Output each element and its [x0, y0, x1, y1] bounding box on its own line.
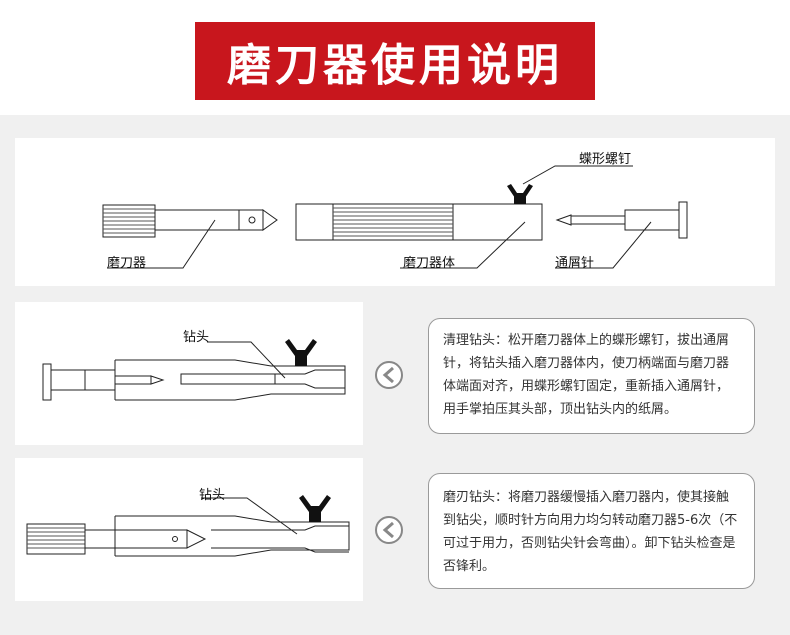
wing-screw-label: 蝶形螺钉: [579, 152, 632, 167]
step1-diagram-panel: 钻头: [15, 302, 363, 445]
step1-arrow: [374, 360, 404, 390]
sharpener-label: 磨刀器: [107, 256, 147, 271]
page-title: 磨刀器使用说明: [227, 40, 563, 91]
step1-diagram: [42, 339, 346, 401]
sharpener-body-label: 磨刀器体: [403, 256, 456, 271]
sharpener-body: [295, 184, 543, 241]
step2-drill-label: 钻头: [199, 488, 226, 503]
parts-diagram-panel: 蝶形螺钉 磨刀器 磨刀器体 通屑针: [15, 138, 775, 286]
clean-pin-label: 通屑针: [555, 256, 595, 271]
step2-diagram: [26, 495, 350, 557]
step1-drill-label: 钻头: [183, 330, 210, 345]
step1-instructions: 清理钻头：松开磨刀器体上的蝶形螺钉，拔出通屑针，将钻头插入磨刀器体内，使刀柄端面…: [428, 318, 755, 434]
title-banner: 磨刀器使用说明: [195, 22, 595, 100]
step2-arrow: [374, 515, 404, 545]
sharpener-tool: [102, 204, 278, 238]
parts-diagram: [102, 165, 688, 269]
step2-instructions: 磨刃钻头：将磨刀器缓慢插入磨刀器内，使其接触到钻尖，顺时针方向用力均匀转动磨刀器…: [428, 473, 755, 589]
left-arrow-circle-icon: [375, 516, 403, 544]
left-arrow-circle-icon: [375, 361, 403, 389]
step2-diagram-panel: 钻头: [15, 458, 363, 601]
clean-out-pin: [555, 201, 688, 239]
